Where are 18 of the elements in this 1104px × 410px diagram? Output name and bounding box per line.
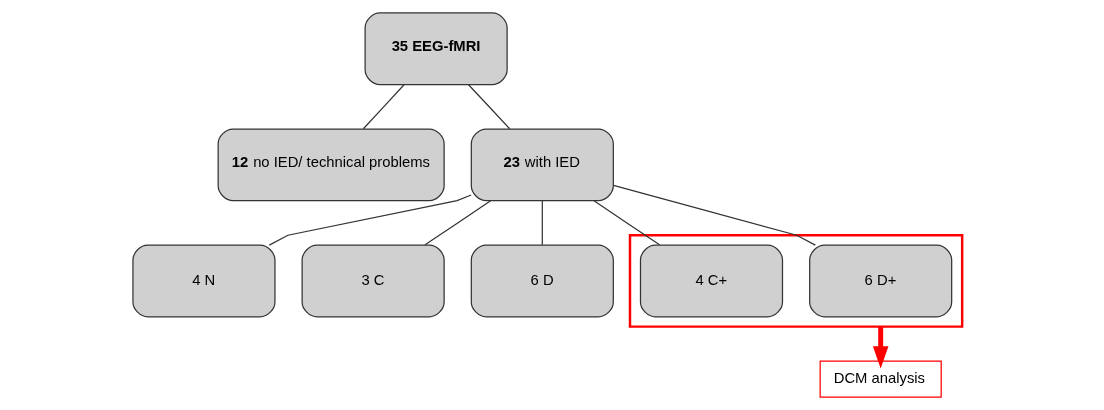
cluster: [628, 234, 963, 328]
connector: [612, 184, 816, 246]
connector: [592, 200, 660, 246]
node-box: 6 D: [470, 244, 614, 318]
node-box: 6 D+: [808, 244, 952, 318]
connector: [268, 194, 472, 246]
node-box: 23 with IED: [470, 128, 614, 202]
node-box: DCM analysis: [819, 360, 942, 398]
node-box: 3 C: [301, 244, 445, 318]
node-box: 4 C+: [639, 244, 783, 318]
node-box: 12 no IED/ technical problems: [217, 128, 445, 202]
arrow: [872, 326, 888, 369]
node-box: 4 N: [131, 244, 276, 318]
connector: [362, 84, 405, 130]
connector: [423, 200, 491, 246]
connector: [541, 200, 543, 246]
node-box: 35 EEG-fMRI: [364, 12, 508, 86]
connector: [467, 84, 510, 130]
